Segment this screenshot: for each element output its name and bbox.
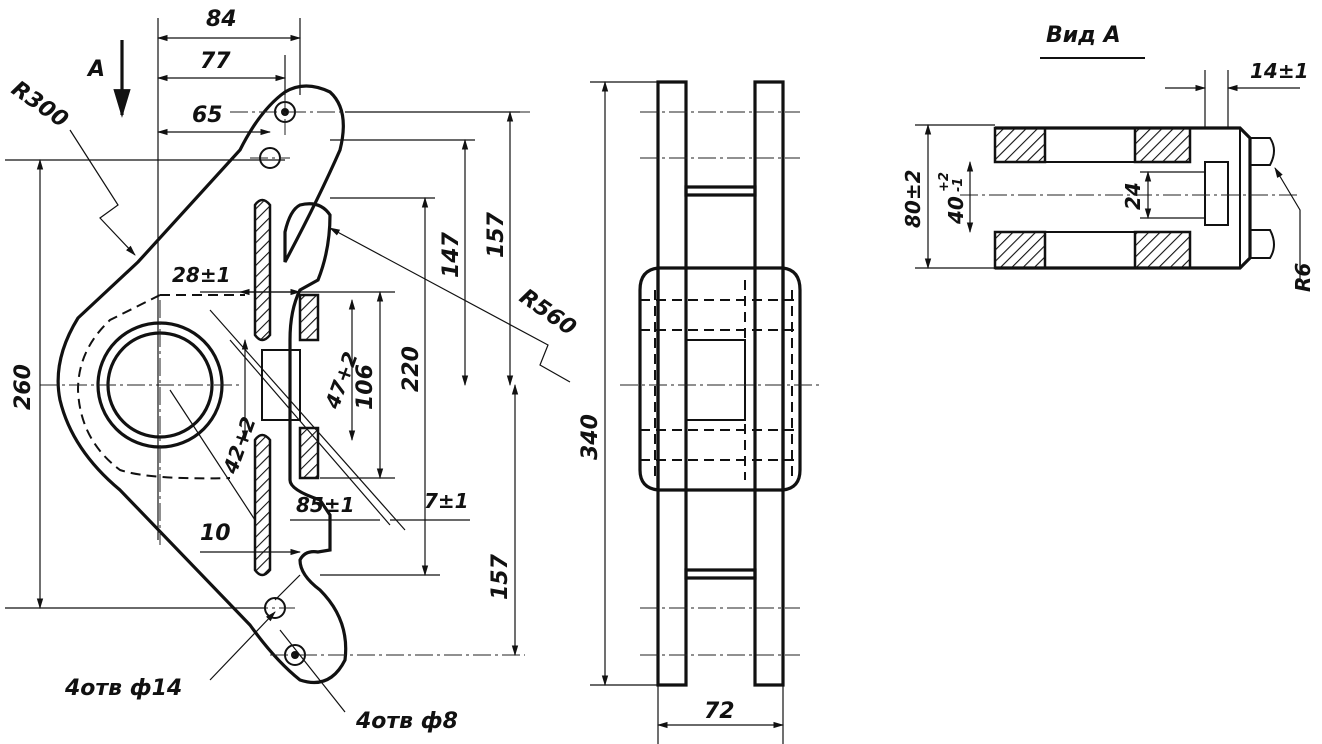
- dim-28: 28±1: [172, 263, 231, 287]
- dim-80: 80±2: [901, 169, 925, 228]
- dim-r300: R300: [7, 76, 73, 133]
- dim-260: 260: [11, 364, 36, 410]
- dim-r6: R6: [1291, 263, 1315, 292]
- dim-40-tol-lower: -1: [951, 178, 966, 192]
- view-arrow-label: A: [86, 57, 105, 82]
- view-a-title: Вид A: [1046, 23, 1121, 48]
- dim-7: 7±1: [424, 489, 469, 513]
- dim-77: 77: [200, 49, 231, 74]
- front-view: A 84 77 65 R300 260 28±1 147 157 220: [5, 7, 580, 734]
- side-view: 340 72: [578, 80, 820, 744]
- dim-106: 106: [353, 364, 378, 410]
- dim-157-top: 157: [484, 211, 509, 258]
- dim-40-tol-upper: +2: [937, 172, 952, 192]
- bracket-outline: [56, 84, 348, 685]
- dim-85: 85±1: [296, 493, 355, 517]
- hole-callout-8: 4отв ф8: [355, 709, 458, 734]
- dim-220: 220: [399, 346, 424, 392]
- dim-24: 24: [1121, 182, 1145, 210]
- dim-340: 340: [578, 414, 603, 460]
- dim-14: 14±1: [1250, 59, 1309, 83]
- dim-84: 84: [206, 7, 237, 32]
- dim-65: 65: [192, 103, 223, 128]
- dim-147: 147: [439, 231, 464, 278]
- dim-72: 72: [704, 699, 735, 724]
- view-a: Вид A 14±1 80±2 40 +2 -1: [901, 23, 1315, 292]
- dim-40: 40: [944, 196, 968, 225]
- dim-157-bottom: 157: [488, 553, 513, 600]
- hole-callout-14: 4отв ф14: [64, 676, 182, 701]
- dim-10: 10: [200, 521, 231, 546]
